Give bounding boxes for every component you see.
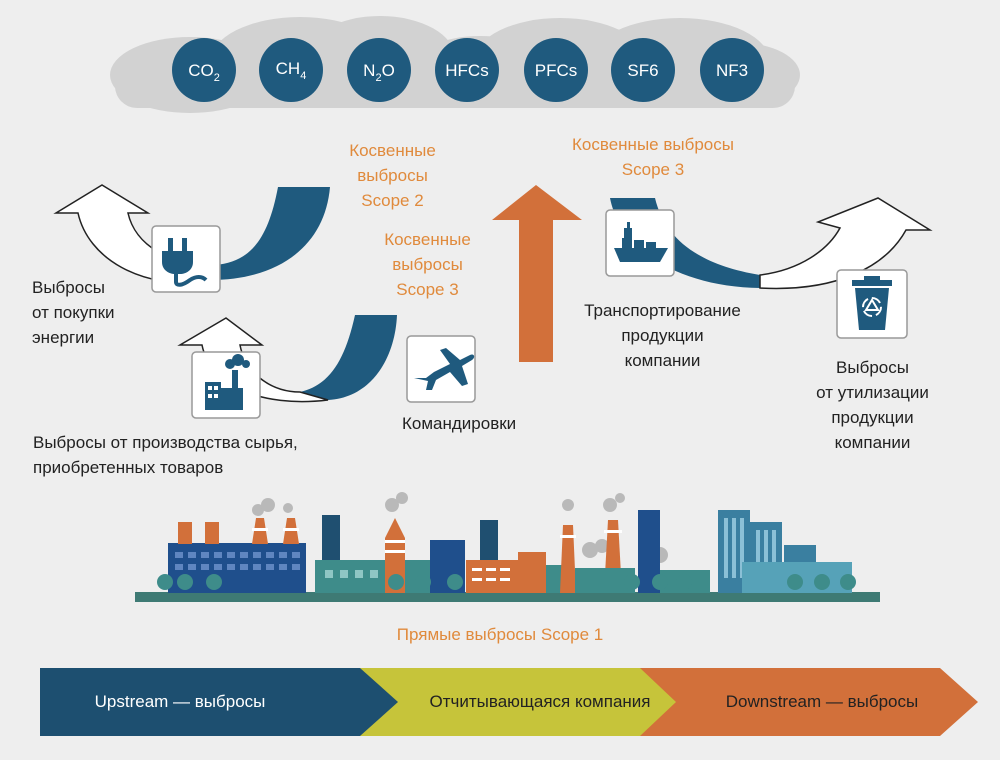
transport-label: Транспортирование продукции компании bbox=[584, 301, 741, 370]
business-travel-label: Командировки bbox=[402, 414, 517, 433]
svg-text:CH4: CH4 bbox=[276, 59, 307, 82]
svg-text:HFCs: HFCs bbox=[445, 61, 488, 80]
recycle-bin-icon-box bbox=[836, 269, 908, 339]
industrial-skyline bbox=[135, 492, 880, 602]
airplane-icon-box bbox=[406, 335, 476, 403]
ship-icon-box bbox=[605, 209, 675, 277]
factory-icon-box bbox=[191, 351, 261, 419]
value-chain-band: Upstream — выбросы Отчитывающаяся компан… bbox=[40, 668, 978, 736]
upstream-label: Upstream — выбросы bbox=[95, 692, 266, 711]
gas-pfcs: PFCs bbox=[524, 38, 588, 102]
scope1-label: Прямые выбросы Scope 1 bbox=[396, 625, 604, 644]
raw-materials-arrow bbox=[177, 315, 397, 403]
gas-hfcs: HFCs bbox=[435, 38, 499, 102]
gas-co2: CO2 bbox=[172, 38, 236, 102]
plug-icon-box bbox=[151, 225, 221, 293]
scope3-left-label: Косвенные выбросы Scope 3 bbox=[384, 230, 471, 299]
svg-text:SF6: SF6 bbox=[627, 61, 658, 80]
gas-sf6: SF6 bbox=[611, 38, 675, 102]
recycle-bin-icon bbox=[852, 276, 892, 330]
ship-icon bbox=[614, 222, 668, 262]
scope3-right-label: Косвенные выбросы Scope 3 bbox=[572, 135, 734, 179]
airplane-icon bbox=[414, 348, 475, 390]
raw-materials-label: Выбросы от производства сырья, приобрете… bbox=[33, 433, 298, 477]
central-up-arrow bbox=[492, 185, 582, 362]
svg-text:N2O: N2O bbox=[363, 61, 395, 84]
company-label: Отчитывающаяся компания bbox=[429, 692, 650, 711]
gas-nf3: NF3 bbox=[700, 38, 764, 102]
disposal-label: Выбросы от утилизации продукции компании bbox=[816, 358, 929, 452]
gas-ch4: CH4 bbox=[259, 38, 323, 102]
svg-text:NF3: NF3 bbox=[716, 61, 748, 80]
downstream-label: Downstream — выбросы bbox=[726, 692, 918, 711]
scope2-label: Косвенные выбросы Scope 2 bbox=[349, 141, 436, 210]
plug-icon bbox=[162, 238, 208, 287]
factory-icon bbox=[205, 354, 250, 410]
svg-text:PFCs: PFCs bbox=[535, 61, 578, 80]
gas-n2o: N2O bbox=[347, 38, 411, 102]
svg-text:CO2: CO2 bbox=[188, 61, 220, 84]
gas-bubbles: CO2 CH4 N2O HFCs PFCs SF6 NF3 bbox=[172, 38, 764, 102]
energy-purchase-label: Выбросы от покупки энергии bbox=[32, 278, 115, 347]
